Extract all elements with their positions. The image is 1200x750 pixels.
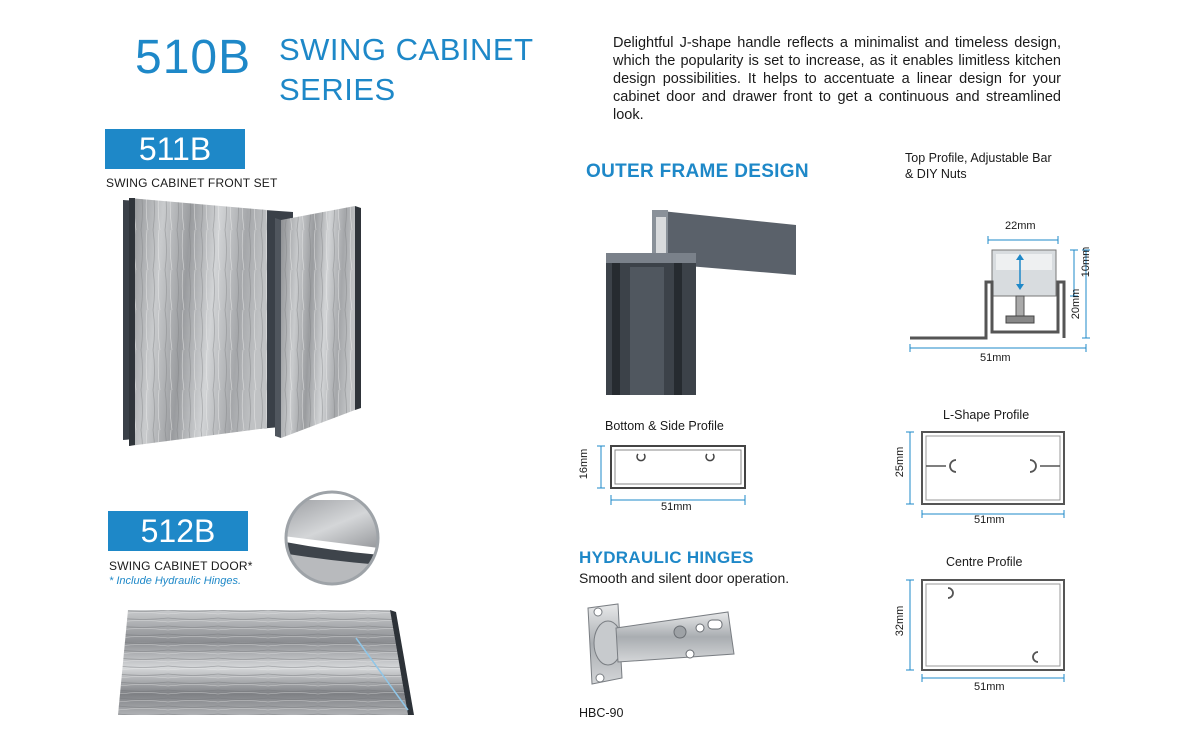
outer-frame-heading: OUTER FRAME DESIGN (586, 161, 809, 182)
centre-height-dim: 32mm (894, 605, 906, 637)
bottom-side-profile-label: Bottom & Side Profile (605, 419, 724, 433)
outer-frame-image (606, 210, 796, 395)
handle-closeup-image (284, 490, 380, 586)
hydraulic-hinges-heading: HYDRAULIC HINGES (579, 548, 754, 567)
product-tag-512b: 512B (108, 511, 248, 551)
l-shape-height-dim: 25mm (894, 446, 906, 478)
hydraulic-hinge-image (587, 603, 735, 685)
bottom-side-width-dim: 51mm (661, 501, 692, 513)
top-profile-height-dim: 20mm (1070, 288, 1082, 320)
top-profile-top-width-dim: 22mm (1005, 220, 1036, 232)
series-description: Delightful J-shape handle reflects a min… (613, 35, 1061, 123)
top-profile-adjust-dim: 10mm (1080, 246, 1092, 278)
l-shape-width-dim: 51mm (974, 514, 1005, 526)
hinges-included-note: * Include Hydraulic Hinges. (109, 575, 242, 587)
l-shape-profile-drawing (906, 431, 1065, 518)
centre-width-dim: 51mm (974, 681, 1005, 693)
product-caption-511b: SWING CABINET FRONT SET (106, 176, 278, 190)
series-title-line2: SERIES (279, 72, 396, 107)
swing-cabinet-door-image (118, 610, 414, 715)
l-shape-profile-label: L-Shape Profile (943, 408, 1030, 422)
top-profile-label-line1: Top Profile, Adjustable Bar (905, 151, 1052, 165)
bottom-side-height-dim: 16mm (578, 448, 590, 480)
product-caption-512b: SWING CABINET DOOR* (109, 559, 253, 573)
hydraulic-hinges-subtitle: Smooth and silent door operation. (579, 570, 790, 586)
top-profile-drawing (909, 236, 1090, 352)
series-code: 510B (135, 31, 252, 84)
hinge-model-label: HBC-90 (579, 706, 624, 720)
top-profile-width-dim: 51mm (980, 352, 1011, 364)
bottom-side-profile-drawing (597, 445, 746, 505)
centre-profile-drawing (906, 579, 1065, 682)
series-title-line1: SWING CABINET (279, 32, 534, 67)
top-profile-label-line2: & DIY Nuts (905, 167, 967, 181)
swing-cabinet-front-set-image (123, 198, 361, 446)
centre-profile-label: Centre Profile (946, 555, 1023, 569)
product-tag-511b: 511B (105, 129, 245, 169)
